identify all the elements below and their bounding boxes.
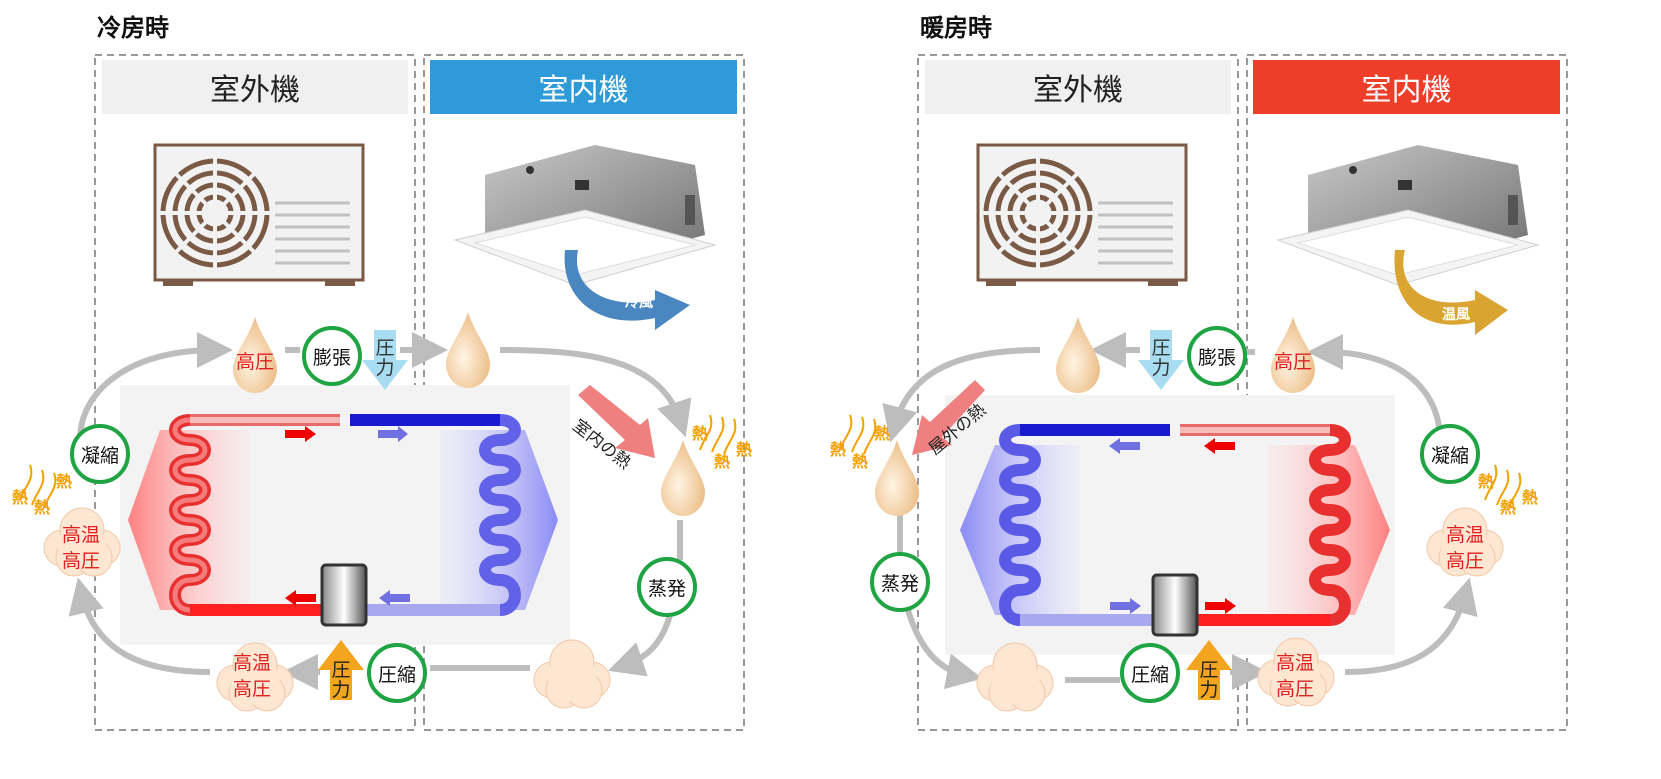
heating-expansion-circle: 膨張 [1187, 326, 1247, 386]
cooling-air-label: 冷風 [625, 295, 653, 311]
cooling-title: 冷房時 [97, 14, 169, 42]
heating-compression-circle: 圧縮 [1120, 643, 1180, 703]
heating-evaporation-circle: 蒸発 [870, 552, 930, 612]
heating-heat-label: 熱 [852, 452, 869, 471]
heating-heat-label: 熱 [874, 424, 891, 443]
cooling-heat-label: 熱 [736, 440, 753, 459]
heating-title: 暖房時 [920, 14, 992, 42]
cooling-pressure-up-label: 圧力 [331, 659, 351, 701]
cooling-heat-label: 熱 [692, 424, 709, 443]
heating-pressure-up-label: 圧力 [1199, 659, 1219, 701]
heating-pressure-down-label: 圧力 [1151, 337, 1171, 379]
heating-compressor-temp-label: 高温高圧 [1276, 652, 1315, 700]
heating-air-label: 温風 [1442, 307, 1470, 323]
cooling-heat-label: 熱 [34, 498, 51, 517]
heating-outdoor-header: 室外機 [925, 60, 1231, 114]
heating-heat-label: 熱 [1500, 498, 1517, 517]
cooling-heat-label: 熱 [56, 472, 73, 491]
heating-heat-label: 熱 [830, 440, 847, 459]
heating-indoor-header: 室内機 [1253, 60, 1560, 114]
cooling-heat-label: 熱 [12, 488, 29, 507]
cooling-outdoor-header: 室外機 [102, 60, 408, 114]
heating-high-pressure-label: 高圧 [1274, 351, 1313, 373]
cooling-indoor-header: 室内機 [430, 60, 737, 114]
cooling-compression-circle: 圧縮 [367, 643, 427, 703]
heating-panel-graphics [839, 54, 1568, 731]
cooling-compressor-temp-label: 高温高圧 [233, 652, 272, 700]
cooling-evaporation-circle: 蒸発 [637, 557, 697, 617]
heating-heat-label: 熱 [1478, 472, 1495, 491]
cooling-high-pressure-label: 高圧 [236, 351, 275, 373]
cooling-condensation-circle: 凝縮 [70, 424, 130, 484]
heating-heat-label: 熱 [1522, 488, 1539, 507]
cooling-panel-graphics [19, 54, 745, 731]
heating-condensation-circle: 凝縮 [1420, 424, 1480, 484]
heating-condenser-temp-label: 高温高圧 [1446, 524, 1485, 572]
cooling-heat-label: 熱 [714, 452, 731, 471]
cooling-expansion-circle: 膨張 [302, 326, 362, 386]
cooling-pressure-down-label: 圧力 [375, 337, 395, 379]
cooling-condenser-temp-label: 高温高圧 [62, 524, 101, 572]
